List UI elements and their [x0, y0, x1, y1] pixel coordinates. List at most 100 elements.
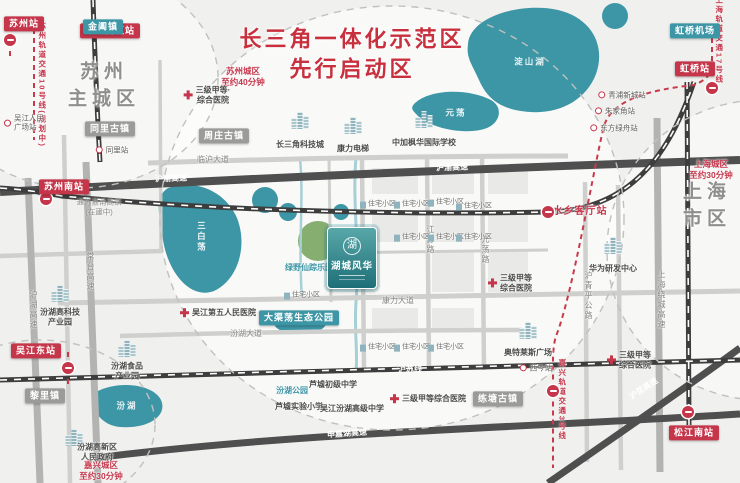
metro-icon-bar	[544, 211, 552, 213]
building-bar	[65, 435, 71, 446]
school-label: 吴江汾湖高级中学	[320, 404, 384, 414]
building-bar	[63, 289, 69, 302]
small-lake-ne	[602, 3, 628, 29]
residential-marker: 住宅小区	[456, 234, 492, 243]
station-name: 朱家角站	[605, 106, 635, 116]
road-label: 常台高速	[86, 252, 95, 292]
property-logo: 湖	[343, 236, 361, 255]
travel-time-note: 苏州城区至约40分钟	[221, 66, 264, 88]
station-dot-icon	[598, 91, 606, 99]
dianshan-lake	[467, 7, 600, 113]
metro-line-label: 嘉兴轨道交通3号线	[557, 358, 567, 442]
road-label: 沪青平公路	[584, 271, 593, 321]
buildings-icon	[519, 321, 537, 339]
hospital-label: 三级甲等综合医院	[390, 394, 466, 404]
rail-note: 通苏嘉甬高铁(在建中)	[77, 197, 122, 217]
label-line: 综合医院	[196, 95, 229, 104]
label-line: 至约30分钟	[79, 471, 123, 481]
residential-icon	[394, 201, 400, 209]
shenjiahu-expressway	[94, 410, 740, 462]
station-minor-label: 吴江人民广场站	[4, 114, 44, 133]
huqingping-road	[582, 181, 590, 463]
station-name: 吴江人民广场站	[14, 114, 44, 133]
buildings-icon	[415, 110, 433, 128]
residential-label: 住宅小区	[436, 343, 464, 351]
station-name: 西岑站	[529, 363, 553, 373]
building-bar	[350, 117, 356, 134]
building-bar	[525, 322, 531, 339]
residential-label: 住宅小区	[436, 198, 464, 206]
metro-icon	[682, 406, 694, 418]
yuandang-road	[479, 156, 487, 371]
label-line: 产业园	[115, 371, 139, 380]
residential-icon	[284, 292, 290, 300]
building-bar	[531, 326, 537, 339]
residential-icon	[428, 234, 434, 242]
map-title: 长三角一体化示范区 先行启动区	[239, 24, 464, 83]
shanghai-ring-expressway	[653, 117, 664, 473]
building-bar	[77, 433, 83, 446]
label-line: 三级甲等	[619, 350, 651, 360]
hospital-label: 三级甲等综合医院	[488, 273, 532, 292]
hospital-label: 吴江第五人民医院	[180, 308, 256, 318]
label-line: 市区	[682, 208, 732, 229]
station-name: 青浦新城站	[608, 90, 646, 100]
metro-icon-bar	[708, 87, 716, 89]
station-dot-icon	[4, 119, 11, 127]
station-name: 同里站	[105, 145, 129, 155]
station-dot-icon	[95, 146, 103, 154]
road-label: 沪渝高速	[435, 162, 469, 173]
fenhu-avenue	[119, 327, 523, 339]
hospital-cross-icon	[390, 394, 399, 404]
metro-icon-bar	[684, 411, 692, 413]
huhu-expressway	[24, 177, 44, 483]
building-bar	[356, 121, 362, 134]
building-bar	[291, 118, 297, 129]
water-label: 三白荡	[196, 221, 207, 253]
buildings-icon	[604, 236, 622, 254]
residential-label: 住宅小区	[402, 233, 430, 241]
hukun-expressway	[546, 345, 740, 483]
hospital-name: 三级甲等综合医院	[500, 273, 532, 292]
residential-label: 住宅小区	[464, 202, 492, 210]
poi-label: 华为研发中心	[589, 264, 637, 274]
label-line: 苏州	[79, 61, 129, 83]
road-label: 元荡路	[481, 235, 490, 265]
label-line: 至约30分钟	[689, 170, 733, 180]
hospital-cross-icon	[607, 355, 616, 365]
road-label: 上海绕城高速	[657, 270, 666, 330]
label-line: 三级甲等·	[195, 85, 231, 95]
building-bar	[297, 112, 303, 129]
label-line: 汾湖高新区	[77, 442, 117, 452]
label-line: (在建中)	[85, 207, 113, 216]
residential-icon	[394, 344, 400, 352]
station-badge: 虹桥站	[674, 61, 716, 77]
travel-time-note: 上海城区至约30分钟	[689, 159, 732, 181]
hospital-label: 三级甲等·综合医院	[183, 85, 231, 104]
building-bar	[421, 111, 427, 128]
region-label: 上海市区	[683, 179, 731, 232]
label-line: 上海城区	[693, 158, 728, 169]
property-name: 湖城风华	[330, 260, 373, 272]
building-bar	[415, 117, 421, 128]
label-line: 嘉兴城区	[83, 459, 118, 470]
building-bar	[427, 115, 433, 128]
road-label: 沪湖高速	[29, 290, 38, 330]
building-bar	[604, 243, 610, 254]
park-label: 绿野仙踪乐园	[285, 263, 333, 272]
poi-label: 长三角科技城	[276, 140, 324, 150]
metro-icon	[40, 193, 52, 205]
station-minor-label: 东方绿舟站	[590, 123, 638, 132]
fenhu-lake	[92, 385, 163, 428]
building-bar	[124, 340, 130, 357]
town-badge: 练塘古镇	[472, 391, 524, 407]
label-line: 主城区	[67, 88, 141, 109]
hospital-name: 三级甲等综合医院	[619, 350, 651, 369]
road-label: 沪渝高速	[154, 173, 188, 184]
sanbaidang-lake	[158, 184, 242, 293]
station-dot-icon	[595, 107, 602, 115]
buildings-icon	[65, 428, 83, 446]
residential-icon	[428, 199, 434, 207]
map-title-line2: 先行启动区	[289, 56, 415, 81]
station-badge: 吴江东站	[10, 343, 62, 359]
